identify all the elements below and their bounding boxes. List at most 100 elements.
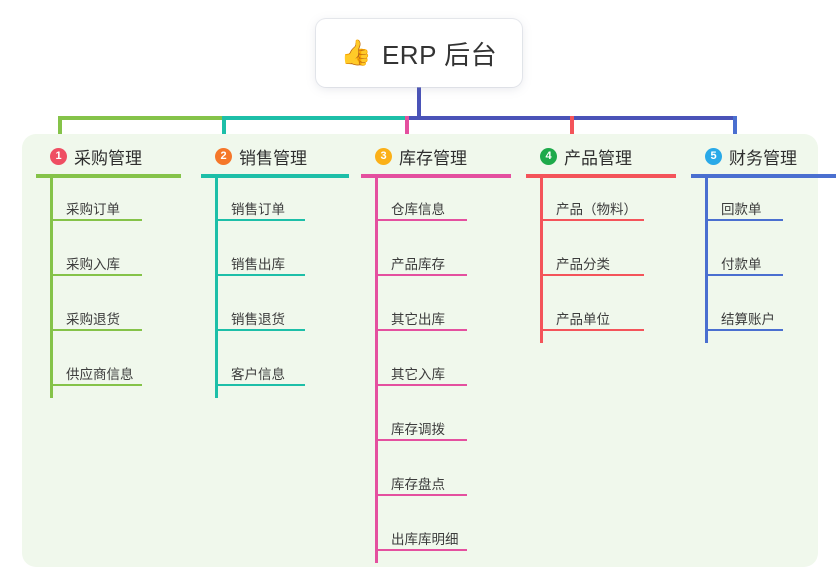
list-item[interactable]: 库存盘点 xyxy=(375,453,511,508)
list-item[interactable]: 回款单 xyxy=(705,178,836,233)
column-title: 产品管理 xyxy=(564,148,632,168)
list-item-underline xyxy=(375,274,467,276)
list-item[interactable]: 客户信息 xyxy=(215,343,349,398)
list-item-underline xyxy=(705,329,783,331)
list-item-label: 库存盘点 xyxy=(391,477,445,492)
column-index-badge: 3 xyxy=(375,147,392,165)
connector-drop-1 xyxy=(58,116,62,141)
column-spine xyxy=(215,178,218,398)
list-item[interactable]: 采购退货 xyxy=(50,288,181,343)
list-item[interactable]: 其它入库 xyxy=(375,343,511,398)
list-item-underline xyxy=(375,384,467,386)
list-item-label: 供应商信息 xyxy=(66,367,134,382)
list-item-underline xyxy=(375,439,467,441)
column-title: 财务管理 xyxy=(729,148,797,168)
list-item-underline xyxy=(215,329,305,331)
list-item-underline xyxy=(215,274,305,276)
column-title: 采购管理 xyxy=(74,148,142,168)
column-underline xyxy=(36,174,181,178)
connector-horizontal-segment-2 xyxy=(222,116,408,120)
column-items-5: 回款单付款单结算账户 xyxy=(705,178,836,343)
column-items-1: 采购订单采购入库采购退货供应商信息 xyxy=(50,178,181,398)
list-item-underline xyxy=(540,219,644,221)
list-item[interactable]: 仓库信息 xyxy=(375,178,511,233)
list-item[interactable]: 采购订单 xyxy=(50,178,181,233)
connector-drop-2 xyxy=(222,116,226,141)
list-item-label: 采购退货 xyxy=(66,312,120,327)
list-item[interactable]: 其它出库 xyxy=(375,288,511,343)
connector-horizontal-segment-1 xyxy=(58,116,226,120)
root-node-title: ERP 后台 xyxy=(381,39,498,70)
column-underline xyxy=(201,174,349,178)
list-item-label: 回款单 xyxy=(721,202,762,217)
list-item[interactable]: 库存调拨 xyxy=(375,398,511,453)
list-item-label: 付款单 xyxy=(721,257,762,272)
list-item-underline xyxy=(50,384,142,386)
column-header-1[interactable]: 1 采购管理 xyxy=(36,144,181,168)
column-index-badge: 2 xyxy=(215,147,232,165)
column-underline xyxy=(361,174,511,178)
list-item[interactable]: 产品分类 xyxy=(540,233,676,288)
list-item-label: 销售退货 xyxy=(231,312,285,327)
column-items-4: 产品（物料） 产品分类产品单位 xyxy=(540,178,676,343)
column-4: 4 产品管理产品（物料） 产品分类产品单位 xyxy=(526,144,676,343)
connector-drop-3 xyxy=(405,116,409,141)
list-item-underline xyxy=(50,219,142,221)
list-item-label: 销售订单 xyxy=(231,202,285,217)
list-item[interactable]: 销售订单 xyxy=(215,178,349,233)
list-item-label: 销售出库 xyxy=(231,257,285,272)
list-item[interactable]: 销售退货 xyxy=(215,288,349,343)
list-item[interactable]: 供应商信息 xyxy=(50,343,181,398)
root-node[interactable]: 👍 ERP 后台 xyxy=(316,19,522,87)
column-1: 1 采购管理采购订单采购入库采购退货供应商信息 xyxy=(36,144,181,398)
column-index-badge: 4 xyxy=(540,147,557,165)
list-item-underline xyxy=(50,329,142,331)
list-item-label: 其它入库 xyxy=(391,367,445,382)
list-item-label: 产品分类 xyxy=(556,257,610,272)
list-item-underline xyxy=(705,219,783,221)
column-header-2[interactable]: 2 销售管理 xyxy=(201,144,349,168)
list-item-label: 产品（物料） xyxy=(556,202,637,217)
column-title: 销售管理 xyxy=(239,148,307,168)
list-item-label: 结算账户 xyxy=(721,312,775,327)
list-item-underline xyxy=(375,219,467,221)
column-spine xyxy=(705,178,708,343)
column-header-4[interactable]: 4 产品管理 xyxy=(526,144,676,168)
list-item-underline xyxy=(705,274,783,276)
column-items-2: 销售订单销售出库销售退货客户信息 xyxy=(215,178,349,398)
list-item-label: 客户信息 xyxy=(231,367,285,382)
list-item[interactable]: 采购入库 xyxy=(50,233,181,288)
column-underline xyxy=(526,174,676,178)
list-item[interactable]: 产品库存 xyxy=(375,233,511,288)
list-item[interactable]: 出库库明细 xyxy=(375,508,511,563)
list-item-underline xyxy=(375,494,467,496)
list-item[interactable]: 产品单位 xyxy=(540,288,676,343)
column-index-badge: 5 xyxy=(705,147,722,165)
connector-drop-4 xyxy=(570,116,574,141)
list-item-label: 采购入库 xyxy=(66,257,120,272)
list-item-label: 出库库明细 xyxy=(391,532,459,547)
list-item-underline xyxy=(540,329,644,331)
thumbs-up-icon: 👍 xyxy=(340,38,372,67)
list-item-label: 产品库存 xyxy=(391,257,445,272)
column-underline xyxy=(691,174,836,178)
list-item-underline xyxy=(215,219,305,221)
list-item-label: 产品单位 xyxy=(556,312,610,327)
list-item[interactable]: 结算账户 xyxy=(705,288,836,343)
list-item-label: 其它出库 xyxy=(391,312,445,327)
column-spine xyxy=(375,178,378,563)
list-item-label: 仓库信息 xyxy=(391,202,445,217)
list-item[interactable]: 产品（物料） xyxy=(540,178,676,233)
list-item-underline xyxy=(375,549,467,551)
column-spine xyxy=(540,178,543,343)
list-item[interactable]: 付款单 xyxy=(705,233,836,288)
column-items-3: 仓库信息产品库存其它出库其它入库库存调拨库存盘点出库库明细 xyxy=(375,178,511,563)
list-item-underline xyxy=(215,384,305,386)
list-item-label: 库存调拨 xyxy=(391,422,445,437)
column-header-5[interactable]: 5 财务管理 xyxy=(691,144,836,168)
column-index-badge: 1 xyxy=(50,147,67,165)
list-item-underline xyxy=(375,329,467,331)
list-item[interactable]: 销售出库 xyxy=(215,233,349,288)
